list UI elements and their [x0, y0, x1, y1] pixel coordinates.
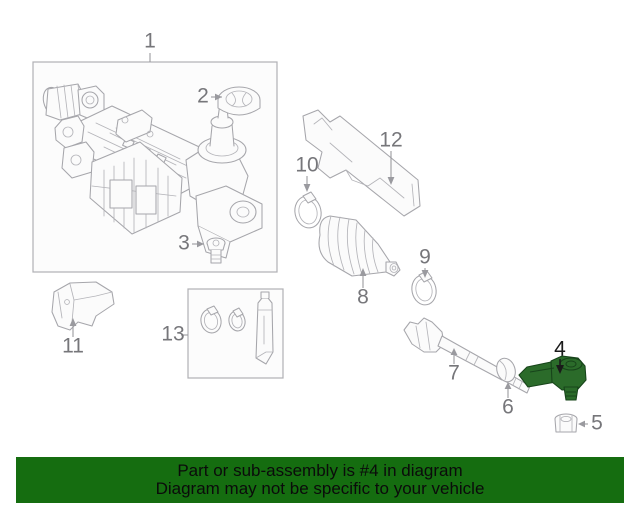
- callout-label-7: 7: [448, 362, 460, 385]
- callout-4-outer-tie-rod-end: [518, 355, 587, 401]
- part-notice-banner: Part or sub-assembly is #4 in diagram Di…: [16, 457, 624, 503]
- callout-label-5: 5: [591, 412, 603, 435]
- assembly-box-13: [181, 288, 284, 379]
- steering-rack-artwork: [42, 83, 263, 259]
- banner-line-1: Part or sub-assembly is #4 in diagram: [177, 460, 463, 480]
- callout-10-boot-clamp-large: [294, 191, 322, 229]
- callout-label-10: 10: [295, 154, 318, 177]
- callout-2-mount-bushing: [217, 86, 261, 116]
- callout-11-heat-shield-lower: [51, 281, 115, 331]
- callout-5-tie-rod-nut: [554, 413, 578, 433]
- callout-leaders: [69, 93, 588, 428]
- banner-line-2: Diagram may not be specific to your vehi…: [155, 479, 485, 498]
- callout-label-8: 8: [357, 286, 369, 309]
- callout-label-1: 1: [144, 30, 156, 53]
- callout-12-heat-shield-upper: [302, 109, 421, 217]
- callout-label-3: 3: [178, 232, 190, 255]
- callout-label-4: 4: [554, 338, 566, 361]
- callout-label-9: 9: [419, 246, 431, 269]
- callout-6-jam-nut: [496, 357, 516, 383]
- callout-label-2: 2: [197, 85, 209, 108]
- callout-3-mounting-bolt: [206, 237, 226, 264]
- callout-label-6: 6: [502, 396, 514, 419]
- callout-7-inner-tie-rod: [403, 317, 531, 394]
- callout-label-13: 13: [161, 323, 184, 346]
- callout-9-boot-clamp-small: [411, 270, 437, 306]
- callout-label-12: 12: [379, 129, 402, 152]
- callout-label-11: 11: [62, 335, 84, 358]
- callout-8-steering-rack-boot: [318, 215, 401, 277]
